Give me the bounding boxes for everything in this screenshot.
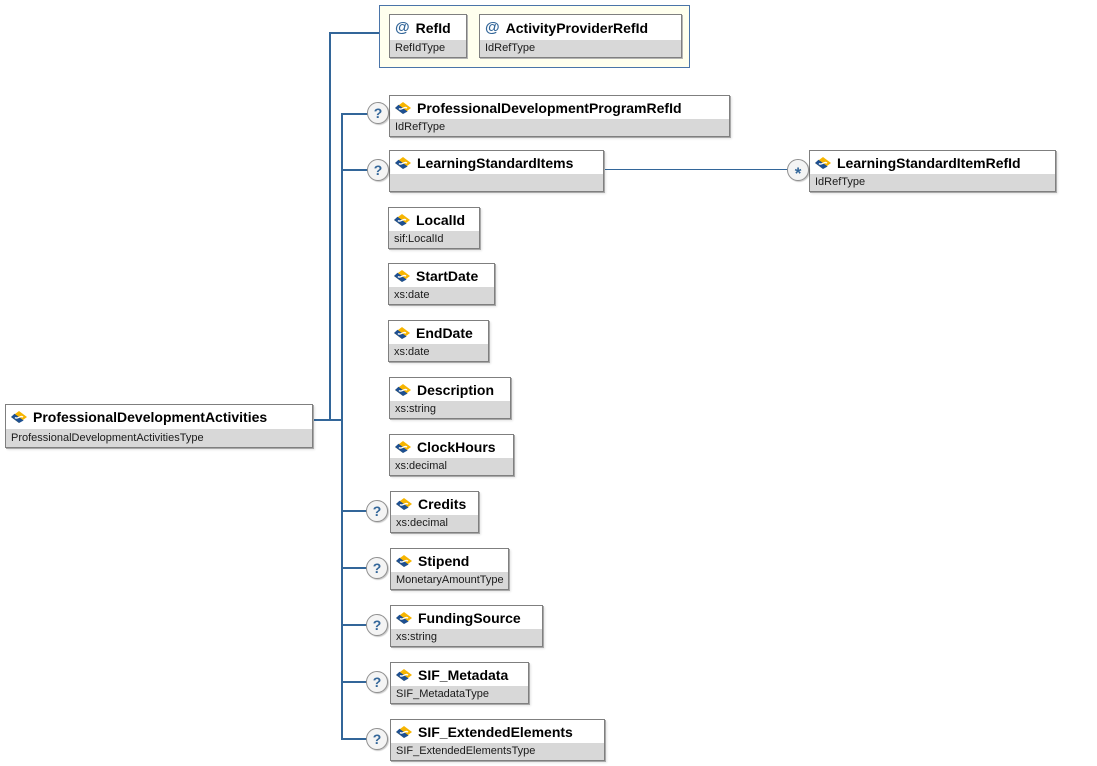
element-name: FundingSource [418, 609, 521, 626]
element-type: xs:date [389, 287, 494, 304]
node-activityproviderrefid-attribute[interactable]: @ ActivityProviderRefId IdRefType [479, 14, 682, 58]
node-professionaldevelopmentprogramrefid[interactable]: ProfessionalDevelopmentProgramRefId IdRe… [389, 95, 730, 137]
attributes-group-box: @ RefId RefIdType @ ActivityProviderRefI… [379, 5, 690, 68]
element-type [390, 174, 603, 191]
node-credits[interactable]: Credits xs:decimal [390, 491, 479, 533]
element-icon [396, 725, 412, 738]
node-stipend[interactable]: Stipend MonetaryAmountType [390, 548, 509, 590]
connector-stub-fundingsource [341, 624, 368, 626]
element-icon [394, 269, 410, 282]
element-name: SIF_ExtendedElements [418, 723, 573, 740]
element-type: SIF_ExtendedElementsType [391, 743, 604, 760]
element-name: LearningStandardItems [417, 154, 574, 171]
optional-indicator: ? [366, 557, 388, 579]
element-name: LearningStandardItemRefId [837, 154, 1021, 171]
question-mark-icon: ? [372, 503, 382, 519]
element-name: SIF_Metadata [418, 666, 509, 683]
element-name: Description [417, 381, 495, 398]
element-type: xs:date [389, 344, 488, 361]
element-icon [394, 213, 410, 226]
node-learningstandarditemrefid[interactable]: LearningStandardItemRefId IdRefType [809, 150, 1056, 192]
question-mark-icon: ? [372, 617, 382, 633]
element-type: xs:string [390, 401, 510, 418]
element-icon [396, 611, 412, 624]
connector-learningstandarditems-to-refid [604, 169, 788, 170]
attribute-type: IdRefType [480, 40, 681, 57]
element-icon [395, 156, 411, 169]
element-name: ClockHours [417, 438, 496, 455]
element-name: LocalId [416, 211, 466, 228]
element-icon [396, 497, 412, 510]
element-type: xs:decimal [390, 458, 513, 475]
connector-stub-learningstandarditems [341, 169, 368, 171]
element-type: MonetaryAmountType [391, 572, 508, 589]
node-learningstandarditems[interactable]: LearningStandardItems [389, 150, 604, 192]
element-type: SIF_MetadataType [391, 686, 528, 703]
connector-stub-credits [341, 510, 368, 512]
element-icon [396, 668, 412, 681]
element-type: IdRefType [810, 174, 1055, 191]
element-type: IdRefType [390, 119, 729, 136]
element-name: ProfessionalDevelopmentProgramRefId [417, 99, 682, 116]
element-name: Credits [418, 495, 467, 512]
node-description[interactable]: Description xs:string [389, 377, 511, 419]
element-icon [396, 554, 412, 567]
node-clockhours[interactable]: ClockHours xs:decimal [389, 434, 514, 476]
node-sif-extendedelements[interactable]: SIF_ExtendedElements SIF_ExtendedElement… [390, 719, 605, 761]
optional-indicator: ? [366, 728, 388, 750]
optional-indicator: ? [366, 614, 388, 636]
attribute-at-icon: @ [485, 19, 500, 36]
element-icon [11, 411, 27, 423]
optional-indicator: ? [367, 159, 389, 181]
attribute-name: RefId [415, 19, 451, 36]
optional-indicator: ? [367, 102, 389, 124]
node-refid-attribute[interactable]: @ RefId RefIdType [389, 14, 467, 58]
node-professionaldevelopmentactivities[interactable]: ProfessionalDevelopmentActivities Profes… [5, 404, 313, 448]
node-fundingsource[interactable]: FundingSource xs:string [390, 605, 543, 647]
connector-from-root [313, 419, 343, 421]
connector-stub-professionaldevelopmentprogramrefid [341, 113, 368, 115]
connector-to-attributes-box [329, 32, 381, 34]
question-mark-icon: ? [372, 560, 382, 576]
connector-stub-sif-extendedelements [341, 738, 368, 740]
asterisk-icon: * [794, 163, 802, 183]
element-type: xs:decimal [391, 515, 478, 532]
element-name: EndDate [416, 324, 473, 341]
element-type: sif:LocalId [389, 231, 479, 248]
node-enddate[interactable]: EndDate xs:date [388, 320, 489, 362]
node-localid[interactable]: LocalId sif:LocalId [388, 207, 480, 249]
element-name: ProfessionalDevelopmentActivities [33, 409, 268, 425]
element-type: xs:string [391, 629, 542, 646]
element-type: ProfessionalDevelopmentActivitiesType [6, 429, 312, 447]
connector-trunk-children [341, 114, 343, 740]
element-icon [394, 326, 410, 339]
connector-stub-sif-metadata [341, 681, 368, 683]
connector-trunk-attributes [329, 32, 331, 421]
optional-indicator: ? [366, 671, 388, 693]
node-startdate[interactable]: StartDate xs:date [388, 263, 495, 305]
element-icon [395, 101, 411, 114]
element-name: StartDate [416, 267, 479, 284]
repeat-indicator: * [787, 159, 809, 183]
question-mark-icon: ? [373, 105, 383, 121]
attribute-name: ActivityProviderRefId [505, 19, 649, 36]
element-icon [395, 383, 411, 396]
element-icon [395, 440, 411, 453]
optional-indicator: ? [366, 500, 388, 522]
attribute-type: RefIdType [390, 40, 466, 57]
element-icon [815, 156, 831, 169]
question-mark-icon: ? [372, 674, 382, 690]
attribute-at-icon: @ [395, 19, 410, 36]
node-sif-metadata[interactable]: SIF_Metadata SIF_MetadataType [390, 662, 529, 704]
question-mark-icon: ? [373, 162, 383, 178]
element-name: Stipend [418, 552, 470, 569]
connector-stub-stipend [341, 567, 368, 569]
question-mark-icon: ? [372, 731, 382, 747]
